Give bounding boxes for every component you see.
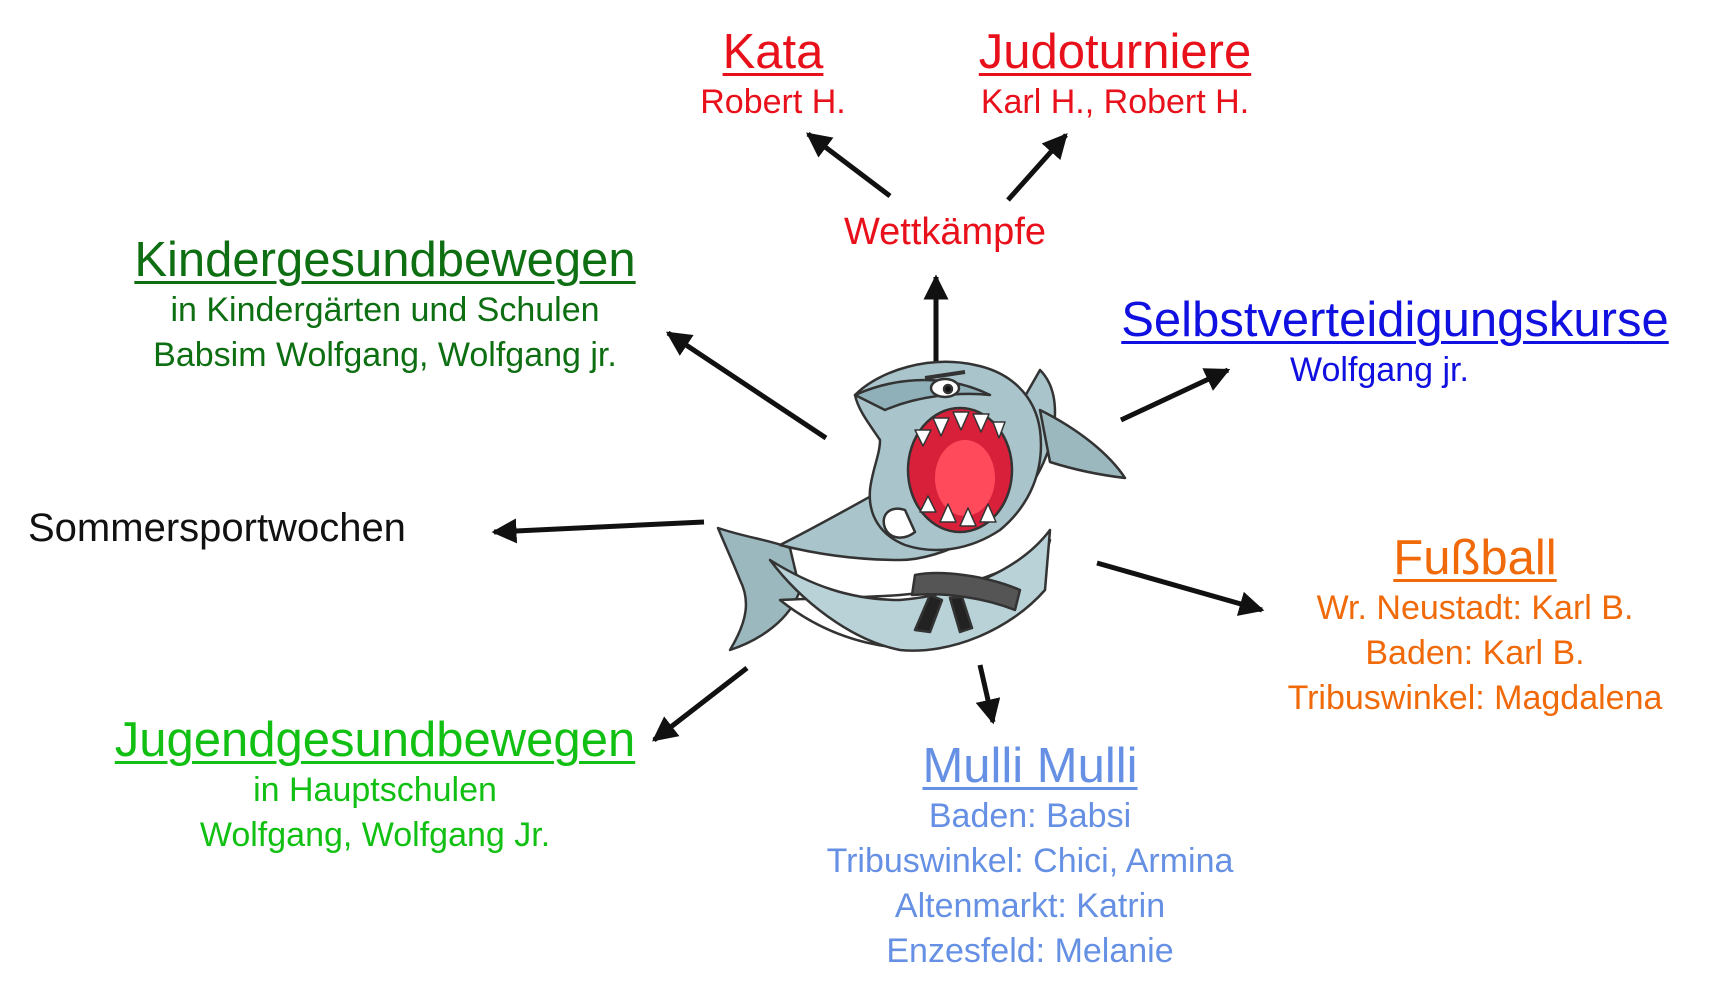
jugendgesundbewegen-line-1: in Hauptschulen (253, 771, 497, 809)
fussball-line-3: Tribuswinkel: Magdalena (1287, 679, 1663, 717)
arrow-to-kata (806, 132, 892, 198)
node-kata: Kata Robert H. (688, 24, 858, 125)
arrow-to-fussball (1096, 560, 1265, 616)
fussball-line-1: Wr. Neustadt: Karl B. (1316, 589, 1634, 627)
node-wettkaempfe: Wettkämpfe (810, 210, 1080, 255)
jugendgesundbewegen-title: Jugendgesundbewegen (114, 713, 636, 767)
arrow-to-selbstverteidigung (1119, 367, 1231, 423)
wettkaempfe-label: Wettkämpfe (843, 211, 1047, 253)
arrow-to-sommersport (491, 518, 705, 544)
mulli-line-1: Baden: Babsi (928, 797, 1132, 835)
jugendgesundbewegen-line-2: Wolfgang, Wolfgang Jr. (199, 816, 551, 854)
arrow-to-judoturniere (1006, 133, 1068, 202)
kindergesundbewegen-line-1: in Kindergärten und Schulen (170, 291, 600, 329)
arrow-to-jugendgesundbewegen (652, 666, 749, 742)
selbstverteidigung-title: Selbstverteidigungskurse (1121, 293, 1669, 347)
arrow-to-mulli (975, 664, 1001, 725)
node-mulli: Mulli Mulli Baden: Babsi Tribuswinkel: C… (790, 738, 1270, 974)
node-jugendgesundbewegen: Jugendgesundbewegen in Hauptschulen Wolf… (100, 712, 650, 858)
fussball-line-2: Baden: Karl B. (1365, 634, 1585, 672)
mulli-line-2: Tribuswinkel: Chici, Armina (826, 842, 1234, 880)
mulli-title: Mulli Mulli (922, 739, 1138, 793)
node-fussball: Fußball Wr. Neustadt: Karl B. Baden: Kar… (1255, 530, 1695, 721)
fussball-title: Fußball (1393, 531, 1557, 585)
node-sommersport: Sommersportwochen (28, 504, 468, 552)
kindergesundbewegen-line-2: Babsim Wolfgang, Wolfgang jr. (153, 336, 617, 374)
mulli-line-4: Enzesfeld: Melanie (886, 932, 1174, 970)
selbstverteidigung-line-1: Wolfgang jr. (1290, 351, 1469, 389)
mulli-line-3: Altenmarkt: Katrin (894, 887, 1166, 925)
kindergesundbewegen-title: Kindergesundbewegen (134, 233, 636, 287)
node-kindergesundbewegen: Kindergesundbewegen in Kindergärten und … (115, 232, 655, 378)
kata-title: Kata (722, 25, 824, 79)
kata-line-1: Robert H. (700, 83, 846, 121)
arrow-to-kindergesundbewegen (665, 330, 828, 441)
judoturniere-line-1: Karl H., Robert H. (980, 83, 1250, 121)
node-selbstverteidigung: Selbstverteidigungskurse Wolfgang jr. (1100, 292, 1690, 393)
sommersport-label: Sommersportwochen (28, 506, 406, 550)
shark-judoka-icon (716, 360, 1127, 652)
node-judoturniere: Judoturniere Karl H., Robert H. (950, 24, 1280, 125)
judoturniere-title: Judoturniere (978, 25, 1252, 79)
